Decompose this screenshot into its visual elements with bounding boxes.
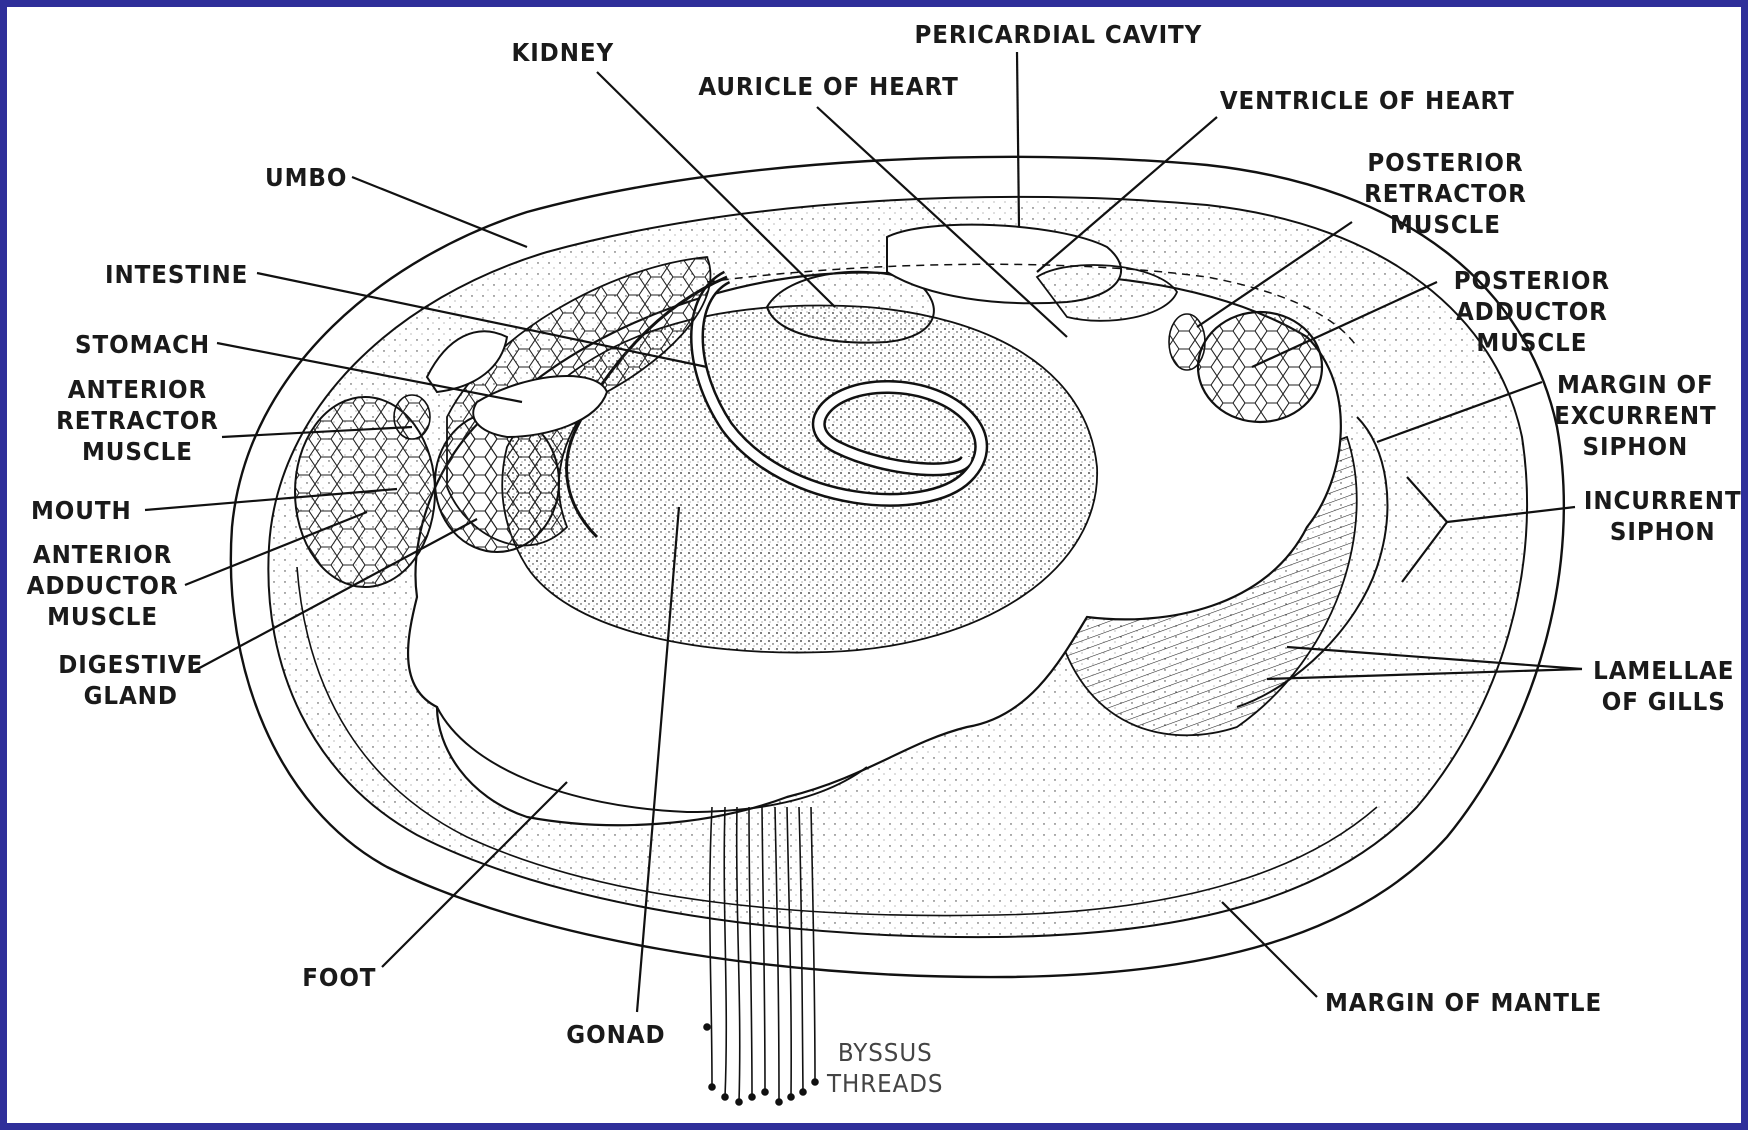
label-ventricle-of-heart: VENTRICLE OF HEART xyxy=(1220,85,1515,116)
label-auricle-of-heart: AURICLE OF HEART xyxy=(698,71,958,102)
label-stomach: STOMACH xyxy=(75,329,210,360)
label-mouth: MOUTH xyxy=(31,495,132,526)
label-anterior-adductor-muscle: ANTERIOR ADDUCTOR MUSCLE xyxy=(27,539,179,632)
label-margin-of-excurrent-siphon: MARGIN OF EXCURRENT SIPHON xyxy=(1554,369,1717,462)
label-lamellae-of-gills: LAMELLAE OF GILLS xyxy=(1593,655,1734,717)
label-margin-of-mantle: MARGIN OF MANTLE xyxy=(1325,987,1602,1018)
anterior-retractor-muscle xyxy=(394,395,430,439)
label-incurrent-siphon: INCURRENT SIPHON xyxy=(1584,485,1742,547)
label-pericardial-cavity: PERICARDIAL CAVITY xyxy=(915,19,1203,50)
diagram-frame: PERICARDIAL CAVITY KIDNEY AURICLE OF HEA… xyxy=(7,7,1741,1123)
label-foot: FOOT xyxy=(302,962,376,993)
label-anterior-retractor-muscle: ANTERIOR RETRACTOR MUSCLE xyxy=(56,374,219,467)
label-posterior-adductor-muscle: POSTERIOR ADDUCTOR MUSCLE xyxy=(1454,265,1610,358)
label-intestine: INTESTINE xyxy=(105,259,248,290)
label-kidney: KIDNEY xyxy=(511,37,614,68)
label-umbo: UMBO xyxy=(265,162,347,193)
posterior-adductor-muscle xyxy=(1198,312,1322,422)
label-byssus-threads: BYSSUS THREADS xyxy=(827,1037,943,1099)
label-digestive-gland: DIGESTIVE GLAND xyxy=(58,649,203,711)
label-posterior-retractor-muscle: POSTERIOR RETRACTOR MUSCLE xyxy=(1364,147,1527,240)
label-gonad: GONAD xyxy=(566,1019,665,1050)
